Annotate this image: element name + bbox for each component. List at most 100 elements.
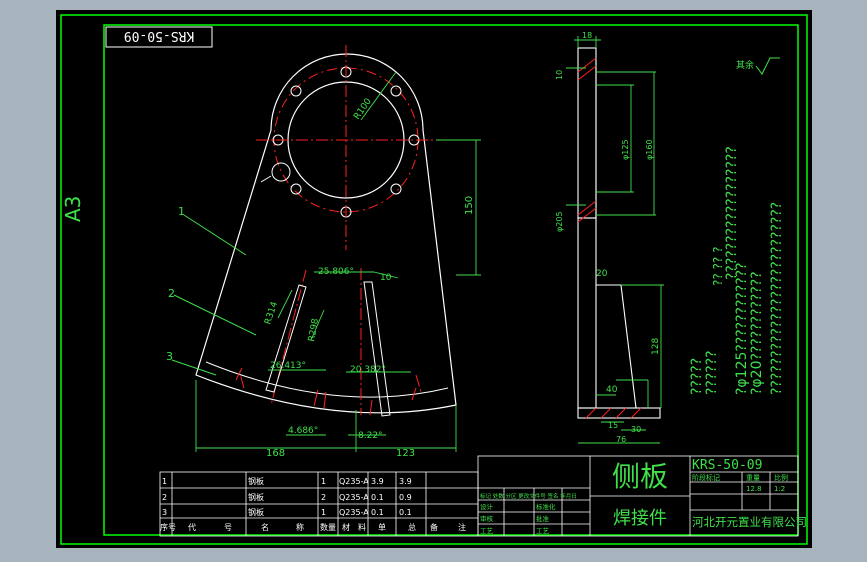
bom-header-remark2: 注	[458, 522, 466, 532]
bom-header-code: 代	[188, 522, 196, 532]
side-outline	[577, 47, 661, 419]
approve-label: 批准	[536, 514, 550, 523]
bom-header-code2: 号	[224, 523, 232, 532]
design-label: 设计	[480, 502, 494, 511]
rib-hatch	[235, 367, 417, 416]
bom-header-total: 总	[408, 522, 416, 532]
bom-header-single: 单	[378, 522, 386, 532]
dim-s15: 15	[608, 421, 618, 430]
front-view: 1 2 3 R100 150 25.806° 10 R314 R2	[166, 45, 481, 459]
sheet-size-label: A3	[61, 196, 85, 222]
stage-label: 阶段标记	[692, 473, 720, 482]
plate-outline	[195, 53, 457, 414]
plate-bottom-inner-arc	[205, 361, 449, 398]
dim-168: 168	[266, 448, 285, 459]
sheet-outer-frame	[60, 14, 808, 545]
bom-row-1-w1: 3.9	[371, 477, 384, 486]
scale-value: 1:2	[774, 485, 785, 493]
tech-note-5: ??????	[704, 350, 720, 395]
standard-label: 标准化	[536, 502, 556, 511]
bom-table: 1 钢板 1 Q235-A 3.9 3.9 2 钢板 2 Q235-A 0.1 …	[159, 471, 479, 537]
bom-row-1-w2: 3.9	[399, 477, 412, 486]
bom-header-mat2: 料	[358, 522, 366, 532]
dim-123: 123	[396, 448, 415, 459]
center-lines	[238, 45, 441, 415]
small-hole-leader	[260, 175, 272, 183]
callout-2: 2	[168, 287, 175, 300]
weight-value: 12.8	[746, 485, 762, 493]
dim-s160: φ160	[645, 139, 654, 160]
drawing-canvas: A3 KRS-50-09	[60, 14, 808, 545]
surface-note: 其余	[736, 59, 754, 71]
tech-note-6: ?φ125????????????	[734, 262, 750, 395]
part-name: 侧板	[612, 460, 668, 493]
bom-row-1-mat: 钢板	[248, 476, 264, 486]
scale-label: 比例	[774, 473, 788, 482]
part-type: 焊接件	[613, 508, 667, 529]
bom-row-1-no: 1	[162, 477, 167, 486]
front-dimension-lines	[195, 71, 481, 452]
side-dimension-lines	[566, 36, 664, 444]
dim-26413: 26.413°	[270, 361, 306, 371]
side-hatch	[577, 57, 642, 419]
bom-row-3-mat: 钢板	[248, 507, 264, 517]
cad-viewport[interactable]: A3 KRS-50-09	[56, 10, 812, 548]
bom-row-2-no: 2	[162, 493, 167, 502]
tech-note-3: ??????????????????	[724, 146, 740, 280]
dim-s30: 30	[631, 425, 641, 434]
tech-note-1: ?????	[689, 358, 705, 395]
bom-row-2-std: Q235-A	[339, 493, 369, 502]
weight-label: 重量	[746, 474, 760, 482]
technical-notes: ????? ?????????????????????????? ???????…	[689, 146, 785, 395]
small-side-hole	[271, 162, 291, 182]
callout-leaders	[171, 214, 257, 376]
dim-20382: 20.382°	[350, 365, 386, 375]
tech-note-4: ?? ?? ?	[711, 247, 725, 286]
process-label: 工艺	[480, 527, 494, 535]
bom-row-3-qty: 1	[321, 508, 326, 517]
check-label: 审核	[480, 514, 494, 523]
dim-150: 150	[464, 196, 475, 215]
dim-s18: 18	[582, 31, 592, 40]
bom-row-3-no: 3	[162, 508, 167, 517]
bom-row-3-w1: 0.1	[371, 508, 384, 517]
dim-25806: 25.806°	[318, 267, 354, 277]
dim-s20: 20	[596, 269, 608, 279]
dim-4686: 4.686°	[288, 426, 318, 436]
bom-header-qty: 数量	[320, 522, 336, 532]
dim-s40: 40	[606, 385, 618, 395]
tech-note-7: ?φ20????????????	[749, 271, 765, 395]
tech-note-2: ??????????????????????????	[769, 202, 785, 395]
dim-s76: 76	[616, 435, 626, 444]
callout-1: 1	[178, 205, 185, 218]
roughness-symbol-icon	[755, 57, 780, 75]
dim-r298: R298	[307, 317, 321, 342]
craft-label: 工艺	[536, 527, 550, 535]
drawing-number-box	[105, 26, 213, 48]
bom-row-3-std: Q235-A	[339, 508, 369, 517]
bom-row-2-w2: 0.9	[399, 493, 412, 502]
dim-r314: R314	[263, 300, 280, 326]
company-name: 河北开元置业有限公司	[692, 515, 807, 529]
bom-header-name: 名	[261, 522, 269, 532]
dim-r100: R100	[352, 97, 374, 122]
bom-header-mat: 材	[342, 522, 350, 532]
bom-header-name2: 称	[296, 522, 304, 532]
bom-row-2-qty: 2	[321, 493, 326, 502]
callout-3: 3	[166, 350, 173, 363]
dim-s10: 10	[555, 70, 564, 80]
bom-header-no: 序号	[160, 522, 176, 532]
dim-s128: 128	[651, 338, 661, 355]
bom-row-1-std: Q235-A	[339, 477, 369, 486]
drawing-no: KRS-50-09	[692, 458, 762, 473]
title-block: 侧板 焊接件 KRS-50-09 阶段标记 重量 比例 12.8 1:2 河北开…	[477, 455, 807, 537]
sign-row: 标记 处数 分区 更改文件号 签名 年月日	[480, 492, 577, 500]
sheet-inner-frame	[103, 24, 799, 536]
bom-row-1-qty: 1	[321, 477, 326, 486]
drawing-number-box-text: KRS-50-09	[124, 28, 194, 43]
side-view: 18 10 φ125 φ160 φ205 20 128 40 15 30 76 …	[555, 31, 780, 444]
dim-s205: φ205	[555, 211, 564, 232]
ribs	[265, 281, 391, 417]
bom-row-2-w1: 0.1	[371, 493, 384, 502]
dim-10: 10	[380, 273, 392, 283]
